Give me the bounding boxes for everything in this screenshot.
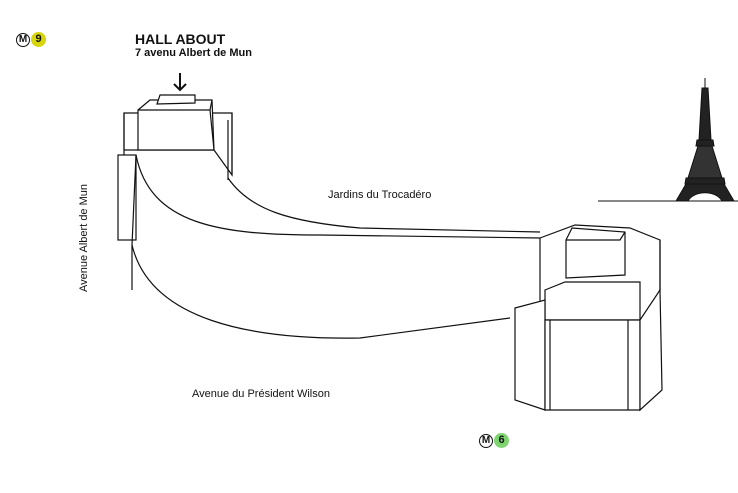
garden-label: Jardins du Trocadéro xyxy=(328,189,432,201)
right-building xyxy=(514,224,663,412)
bottom-avenue-label: Avenue du Président Wilson xyxy=(192,388,330,400)
metro-symbol: M xyxy=(479,433,493,448)
down-arrow-icon xyxy=(173,73,187,92)
curved-wing xyxy=(131,154,541,339)
metro-line-number: 9 xyxy=(31,32,46,47)
venue-name: HALL ABOUT xyxy=(135,31,226,47)
venue-address: 7 avenu Albert de Mun xyxy=(135,47,252,59)
metro-symbol: M xyxy=(16,32,30,47)
left-building xyxy=(117,94,233,241)
left-avenue-label: Avenue Albert de Mun xyxy=(78,183,90,293)
metro-line-9-badge: M 9 xyxy=(16,32,46,47)
eiffel-tower-icon xyxy=(598,78,738,202)
metro-line-6-badge: M 6 xyxy=(479,433,509,448)
metro-line-number: 6 xyxy=(494,433,509,448)
